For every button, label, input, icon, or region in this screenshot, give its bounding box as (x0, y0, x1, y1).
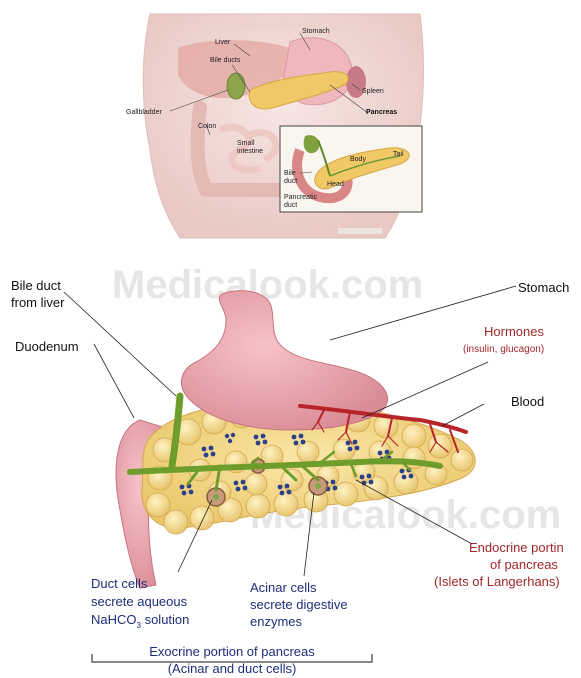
stomach-label: Stomach (518, 280, 569, 295)
solution-text: solution (141, 612, 189, 627)
endocrine-label-line3: (Islets of Langerhans) (434, 574, 560, 589)
copyright-mark (338, 228, 382, 234)
acinar-label-line3: enzymes (250, 614, 303, 629)
duct-cells-label-line2: secrete aqueous (91, 594, 188, 609)
nahco-text: NaHCO (91, 612, 137, 627)
inset-bile-duct-label-2: duct (284, 178, 297, 185)
stomach-shape (181, 291, 387, 430)
gallbladder-label: Gallbladder (126, 109, 162, 116)
endocrine-label-line2: of pancreas (490, 557, 558, 572)
duct-cells-label-line1: Duct cells (91, 576, 148, 591)
hormones-label: Hormones (484, 324, 544, 339)
inset-pancreatic-duct-label-2: duct (284, 202, 297, 209)
top-pancreas-label: Pancreas (366, 109, 397, 116)
spleen-label: Spleen (362, 88, 384, 95)
small-intestine-label-1: Small (237, 140, 255, 147)
top-anatomy-figure: Liver Stomach Bile ducts Spleen Gallblad… (126, 14, 423, 238)
acinar-label-line2: secrete digestive (250, 597, 348, 612)
blood-label: Blood (511, 394, 544, 409)
inset-tail-label: Tail (393, 151, 404, 158)
gallbladder-shape (227, 73, 245, 99)
endocrine-label-line1: Endocrine portin (469, 540, 564, 555)
bile-ducts-label: Bile ducts (210, 57, 241, 64)
colon-label: Colon (198, 123, 216, 130)
exocrine-label-line2: (Acinar and duct cells) (168, 661, 297, 676)
inset-body-label: Body (350, 156, 366, 163)
bile-duct-label-line2: from liver (11, 295, 65, 310)
hormones-sub-label: (insulin, glucagon) (463, 344, 544, 355)
small-intestine-label-2: intestine (237, 148, 263, 155)
acinar-label-line1: Acinar cells (250, 580, 317, 595)
inset-head-label: Head (327, 181, 344, 188)
exocrine-label-line1: Exocrine portion of pancreas (149, 644, 315, 659)
duct-cells-label-line3: NaHCO3 solution (91, 612, 189, 630)
inset-pancreatic-duct-label-1: Pancreatic (284, 194, 318, 201)
duodenum-label: Duodenum (15, 339, 79, 354)
bile-duct-label-line1: Bile duct (11, 278, 61, 293)
liver-label: Liver (215, 39, 231, 46)
top-stomach-label: Stomach (302, 28, 330, 35)
bottom-anatomy-figure: Medicalook.com Medicalook.com (11, 263, 569, 676)
inset-bile-duct-label-1: Bile (284, 170, 296, 177)
